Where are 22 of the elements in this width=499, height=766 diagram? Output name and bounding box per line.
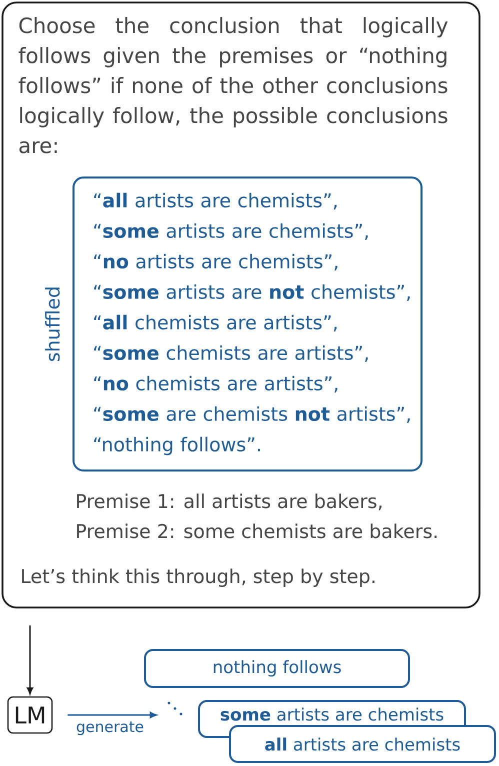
rotated-label: shuffled xyxy=(45,288,60,362)
node-label: “some are chemists not artists”, xyxy=(94,406,410,423)
arrow xyxy=(26,625,34,694)
conclusion-list-box: “all artists are chemists”, “some artists are chemists”, “no artists are chemists”, “some artists are not chemists”, “all chemists are artists”, “some chemists are artists”, “no chemists are artists”, “some are chemists not artists”, “nothing follows”. xyxy=(72,176,422,472)
output-box: nothing follows xyxy=(144,649,410,688)
node-label: “some chemists are artists”, xyxy=(94,345,368,362)
premise-text: Premise 2: some chemists are bakers. xyxy=(77,524,437,538)
node-label: “all chemists are artists”, xyxy=(94,314,337,332)
node-label: “some artists are chemists”, xyxy=(94,223,368,240)
node-label: “no chemists are artists”, xyxy=(94,376,338,392)
node-label: “all artists are chemists”, xyxy=(94,192,337,210)
instruction-text: Let’s think this through, step by step. xyxy=(22,568,374,587)
model-box: LM xyxy=(7,696,53,734)
edge-label: generate xyxy=(75,720,145,736)
node-label: “some artists are not chemists”, xyxy=(94,284,410,301)
arrow xyxy=(68,712,157,718)
node-label: “no artists are chemists”, xyxy=(94,254,338,270)
ellipsis-icon xyxy=(168,702,182,716)
output-box: all artists are chemists xyxy=(229,725,496,763)
instruction-text: Choose the conclusion that logically follows given the premises or “nothing follows” if none of the other conclusions logically follow, the possible conclusions are: xyxy=(18,17,448,154)
premise-text: Premise 1: all artists are bakers, xyxy=(77,494,382,510)
node-label: “nothing follows”. xyxy=(94,436,260,456)
